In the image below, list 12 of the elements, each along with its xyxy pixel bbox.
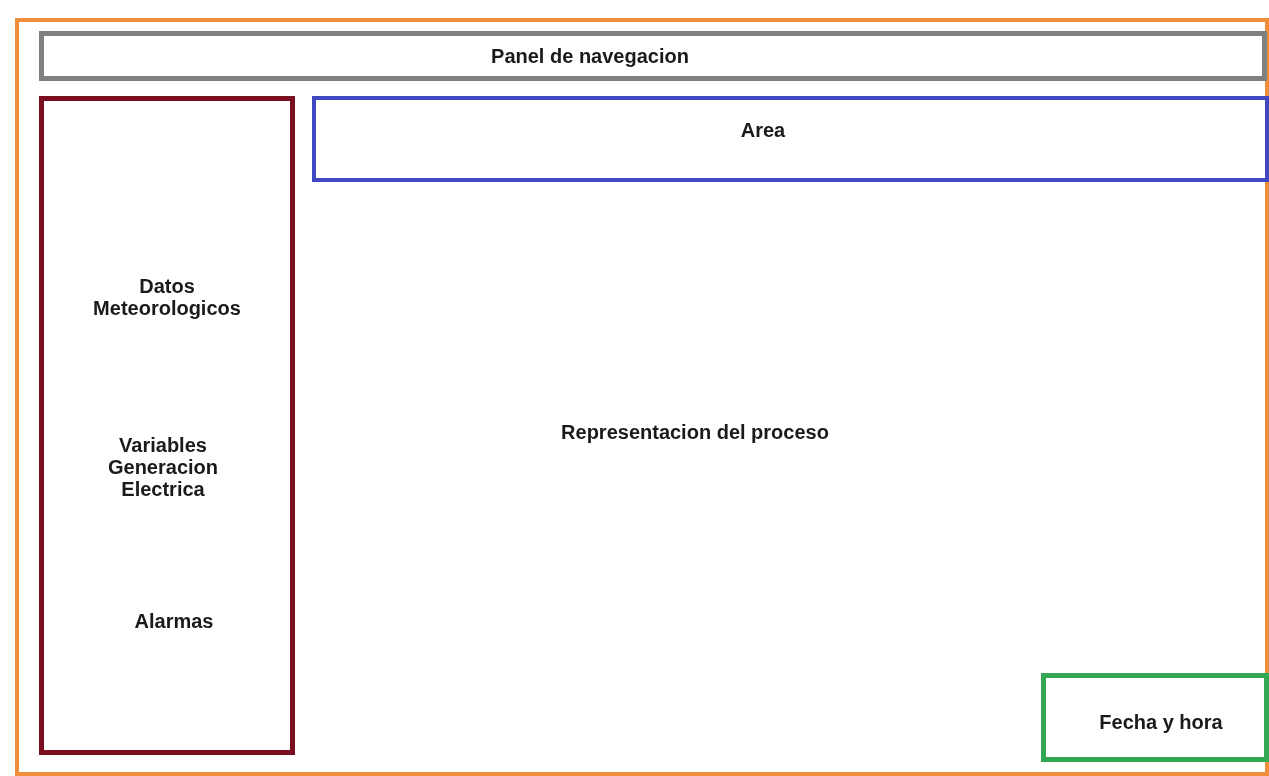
menu-item: Alarmas [133,610,215,632]
side-panel [39,96,295,755]
panel-title: Fecha y hora [1098,711,1224,733]
date-time-panel [1041,673,1269,762]
menu-item: Datos Meteorologicos [92,275,242,319]
panel-title: Panel de navegacion [490,45,690,67]
menu-item: Variables Generacion Electrica [106,434,219,500]
navigation-panel [39,31,1267,81]
screen-frame [15,18,1269,776]
area-panel [312,96,1269,182]
content-label: Representacion del proceso [560,421,830,443]
panel-title: Area [739,119,787,141]
